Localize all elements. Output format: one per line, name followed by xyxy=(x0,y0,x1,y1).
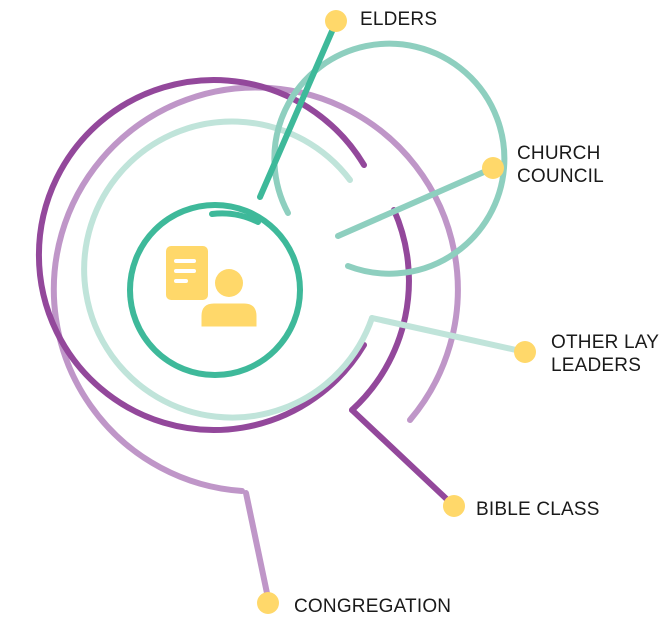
bible-class-label: BIBLE CLASS xyxy=(476,498,600,521)
bible-class-ring xyxy=(36,77,367,433)
church-council-connector xyxy=(335,165,496,239)
bible-class-connector xyxy=(349,407,457,509)
elders-label: ELDERS xyxy=(360,8,437,31)
other-lay-leaders-ring xyxy=(81,118,375,421)
other-lay-leaders-label-line-1: OTHER LAY xyxy=(551,332,660,353)
elders-dot xyxy=(325,10,347,32)
congregation-label-line-1: CONGREGATION xyxy=(294,596,452,617)
elders-ring xyxy=(127,202,303,378)
congregation-label: CONGREGATION xyxy=(294,595,451,618)
church-council-label-line-1: CHURCH xyxy=(517,143,601,164)
church-council-label-line-2: COUNCIL xyxy=(517,166,604,187)
church-council-ring xyxy=(271,40,508,277)
document-person-icon xyxy=(166,246,260,330)
elders-ring-inner-arc xyxy=(209,210,261,225)
other-lay-leaders-connector xyxy=(369,315,528,355)
bible-class-dot xyxy=(443,495,465,517)
church-council-dot xyxy=(482,157,504,179)
other-lay-leaders-dot xyxy=(514,341,536,363)
bible-class-label-line-1: BIBLE CLASS xyxy=(476,499,600,520)
church-council-label: CHURCH COUNCIL xyxy=(517,142,604,188)
congregation-connector xyxy=(243,490,271,601)
other-lay-leaders-label: OTHER LAY LEADERS xyxy=(551,331,659,377)
congregation-ring xyxy=(50,84,461,494)
elders-label-line-1: ELDERS xyxy=(360,9,438,30)
congregation-dot xyxy=(257,592,279,614)
other-lay-leaders-label-line-2: LEADERS xyxy=(551,355,642,376)
bible-class-ring-right xyxy=(349,207,412,413)
elders-connector xyxy=(257,19,339,200)
